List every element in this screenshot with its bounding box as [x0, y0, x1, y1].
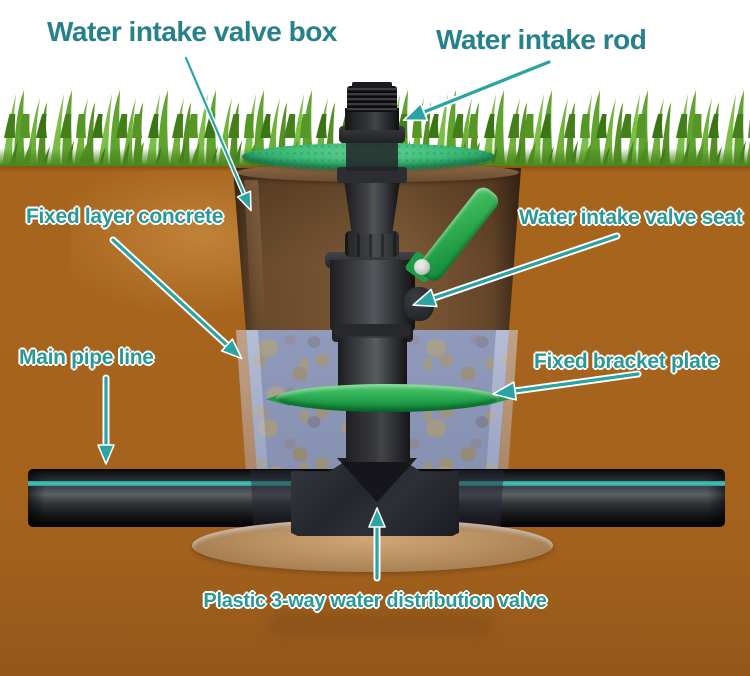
label-water-intake-valve-box: Water intake valve box — [47, 16, 337, 47]
arrow-distribution-valve — [368, 507, 386, 582]
arrow-valve-box — [183, 55, 252, 212]
rod-collar — [337, 167, 407, 183]
water-intake-rod — [345, 108, 399, 130]
faint-watermark — [268, 612, 493, 638]
label-main-pipe-line: Main pipe line — [19, 346, 154, 369]
valve-seat-body — [330, 260, 415, 332]
label-water-intake-rod: Water intake rod — [436, 24, 647, 55]
arrow-concrete — [109, 236, 243, 360]
label-water-intake-valve-seat: Water intake valve seat — [519, 206, 743, 229]
bracket-plate-disc — [276, 384, 499, 412]
label-plastic-3-way-valve: Plastic 3-way water distribution valve — [203, 590, 547, 612]
three-way-valve-column — [346, 406, 410, 462]
rod-through-lid — [346, 141, 398, 171]
arrow-bracket-plate — [492, 370, 642, 401]
arrow-main-pipe — [97, 374, 115, 465]
rod-cap — [352, 82, 392, 88]
rod-threads — [347, 86, 397, 112]
valve-taper-cone — [344, 180, 400, 234]
valve-seat-flange-bottom — [334, 324, 411, 336]
lever-hinge — [414, 259, 430, 275]
arrow-intake-rod — [402, 58, 553, 122]
valve-hex-collar — [345, 231, 399, 257]
label-fixed-bracket-plate: Fixed bracket plate — [534, 350, 719, 373]
label-fixed-layer-concrete: Fixed layer concrete — [26, 205, 224, 228]
rod-flange — [339, 126, 405, 143]
arrow-valve-seat — [412, 232, 621, 308]
valve-neck — [338, 338, 407, 390]
